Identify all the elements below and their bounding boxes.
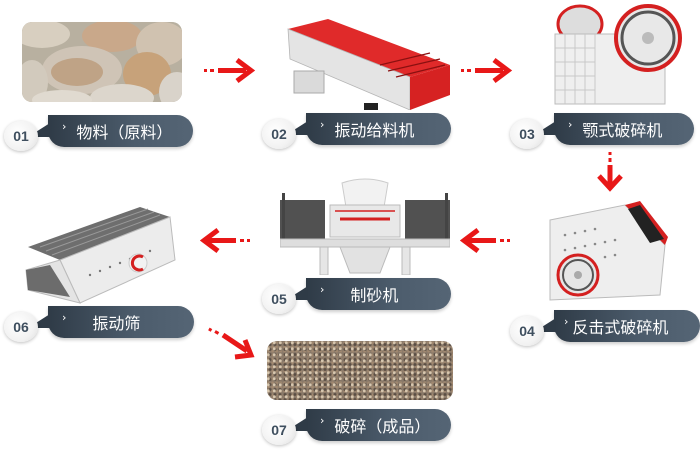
arrow-right-icon [204, 58, 256, 83]
chevron-right-icon: › [62, 310, 67, 324]
step-number-badge: 06 [4, 312, 38, 342]
step-01-label: 01 › 物料（原料） [4, 115, 194, 151]
chevron-right-icon: › [320, 413, 325, 427]
step-number-badge: 01 [4, 121, 38, 151]
arrow-down-right-icon [208, 327, 255, 360]
chevron-right-icon: › [568, 117, 573, 131]
chevron-right-icon: › [62, 119, 67, 133]
chevron-right-icon: › [320, 282, 325, 296]
vibrating-feeder-image [280, 15, 460, 111]
step-label-text: 制砂机 [350, 286, 399, 305]
arrow-left-icon [460, 228, 510, 253]
step-06-label: 06 › 振动筛 [4, 306, 204, 342]
step-label-pill: › 反击式破碎机 [554, 310, 700, 342]
step-number-badge: 02 [262, 119, 296, 149]
step-label-text: 颚式破碎机 [582, 121, 663, 140]
step-label-pill: › 破碎（成品） [306, 409, 451, 441]
step-04-label: 04 › 反击式破碎机 [510, 310, 700, 346]
impact-crusher-image [540, 195, 670, 303]
step-label-text: 反击式破碎机 [572, 318, 669, 337]
crushed-sand-product-image [267, 341, 453, 400]
step-label-text: 振动给料机 [334, 121, 415, 140]
step-label-text: 物料（原料） [76, 123, 173, 142]
step-number-badge: 04 [510, 316, 544, 346]
step-number-badge: 05 [262, 284, 296, 314]
step-label-pill: › 制砂机 [306, 278, 451, 310]
step-03-label: 03 › 颚式破碎机 [510, 113, 700, 149]
step-number-badge: 03 [510, 119, 544, 149]
arrow-down-icon [597, 152, 623, 192]
jaw-crusher-image [545, 2, 685, 110]
step-label-pill: › 颚式破碎机 [554, 113, 694, 145]
chevron-right-icon: › [564, 314, 569, 328]
arrow-left-icon [200, 228, 250, 253]
chevron-right-icon: › [320, 117, 325, 131]
step-05-label: 05 › 制砂机 [262, 278, 462, 314]
step-label-pill: › 物料（原料） [48, 115, 193, 147]
step-label-pill: › 振动给料机 [306, 113, 451, 145]
step-02-label: 02 › 振动给料机 [262, 113, 462, 149]
vibrating-screen-image [20, 205, 180, 305]
raw-stone-image [22, 22, 182, 102]
step-label-pill: › 振动筛 [48, 306, 194, 338]
step-number-badge: 07 [262, 415, 296, 445]
arrow-right-icon [461, 58, 513, 83]
sand-making-machine-image [279, 175, 451, 276]
step-07-label: 07 › 破碎（成品） [262, 409, 462, 445]
step-label-text: 振动筛 [92, 314, 141, 333]
step-label-text: 破碎（成品） [334, 417, 431, 436]
